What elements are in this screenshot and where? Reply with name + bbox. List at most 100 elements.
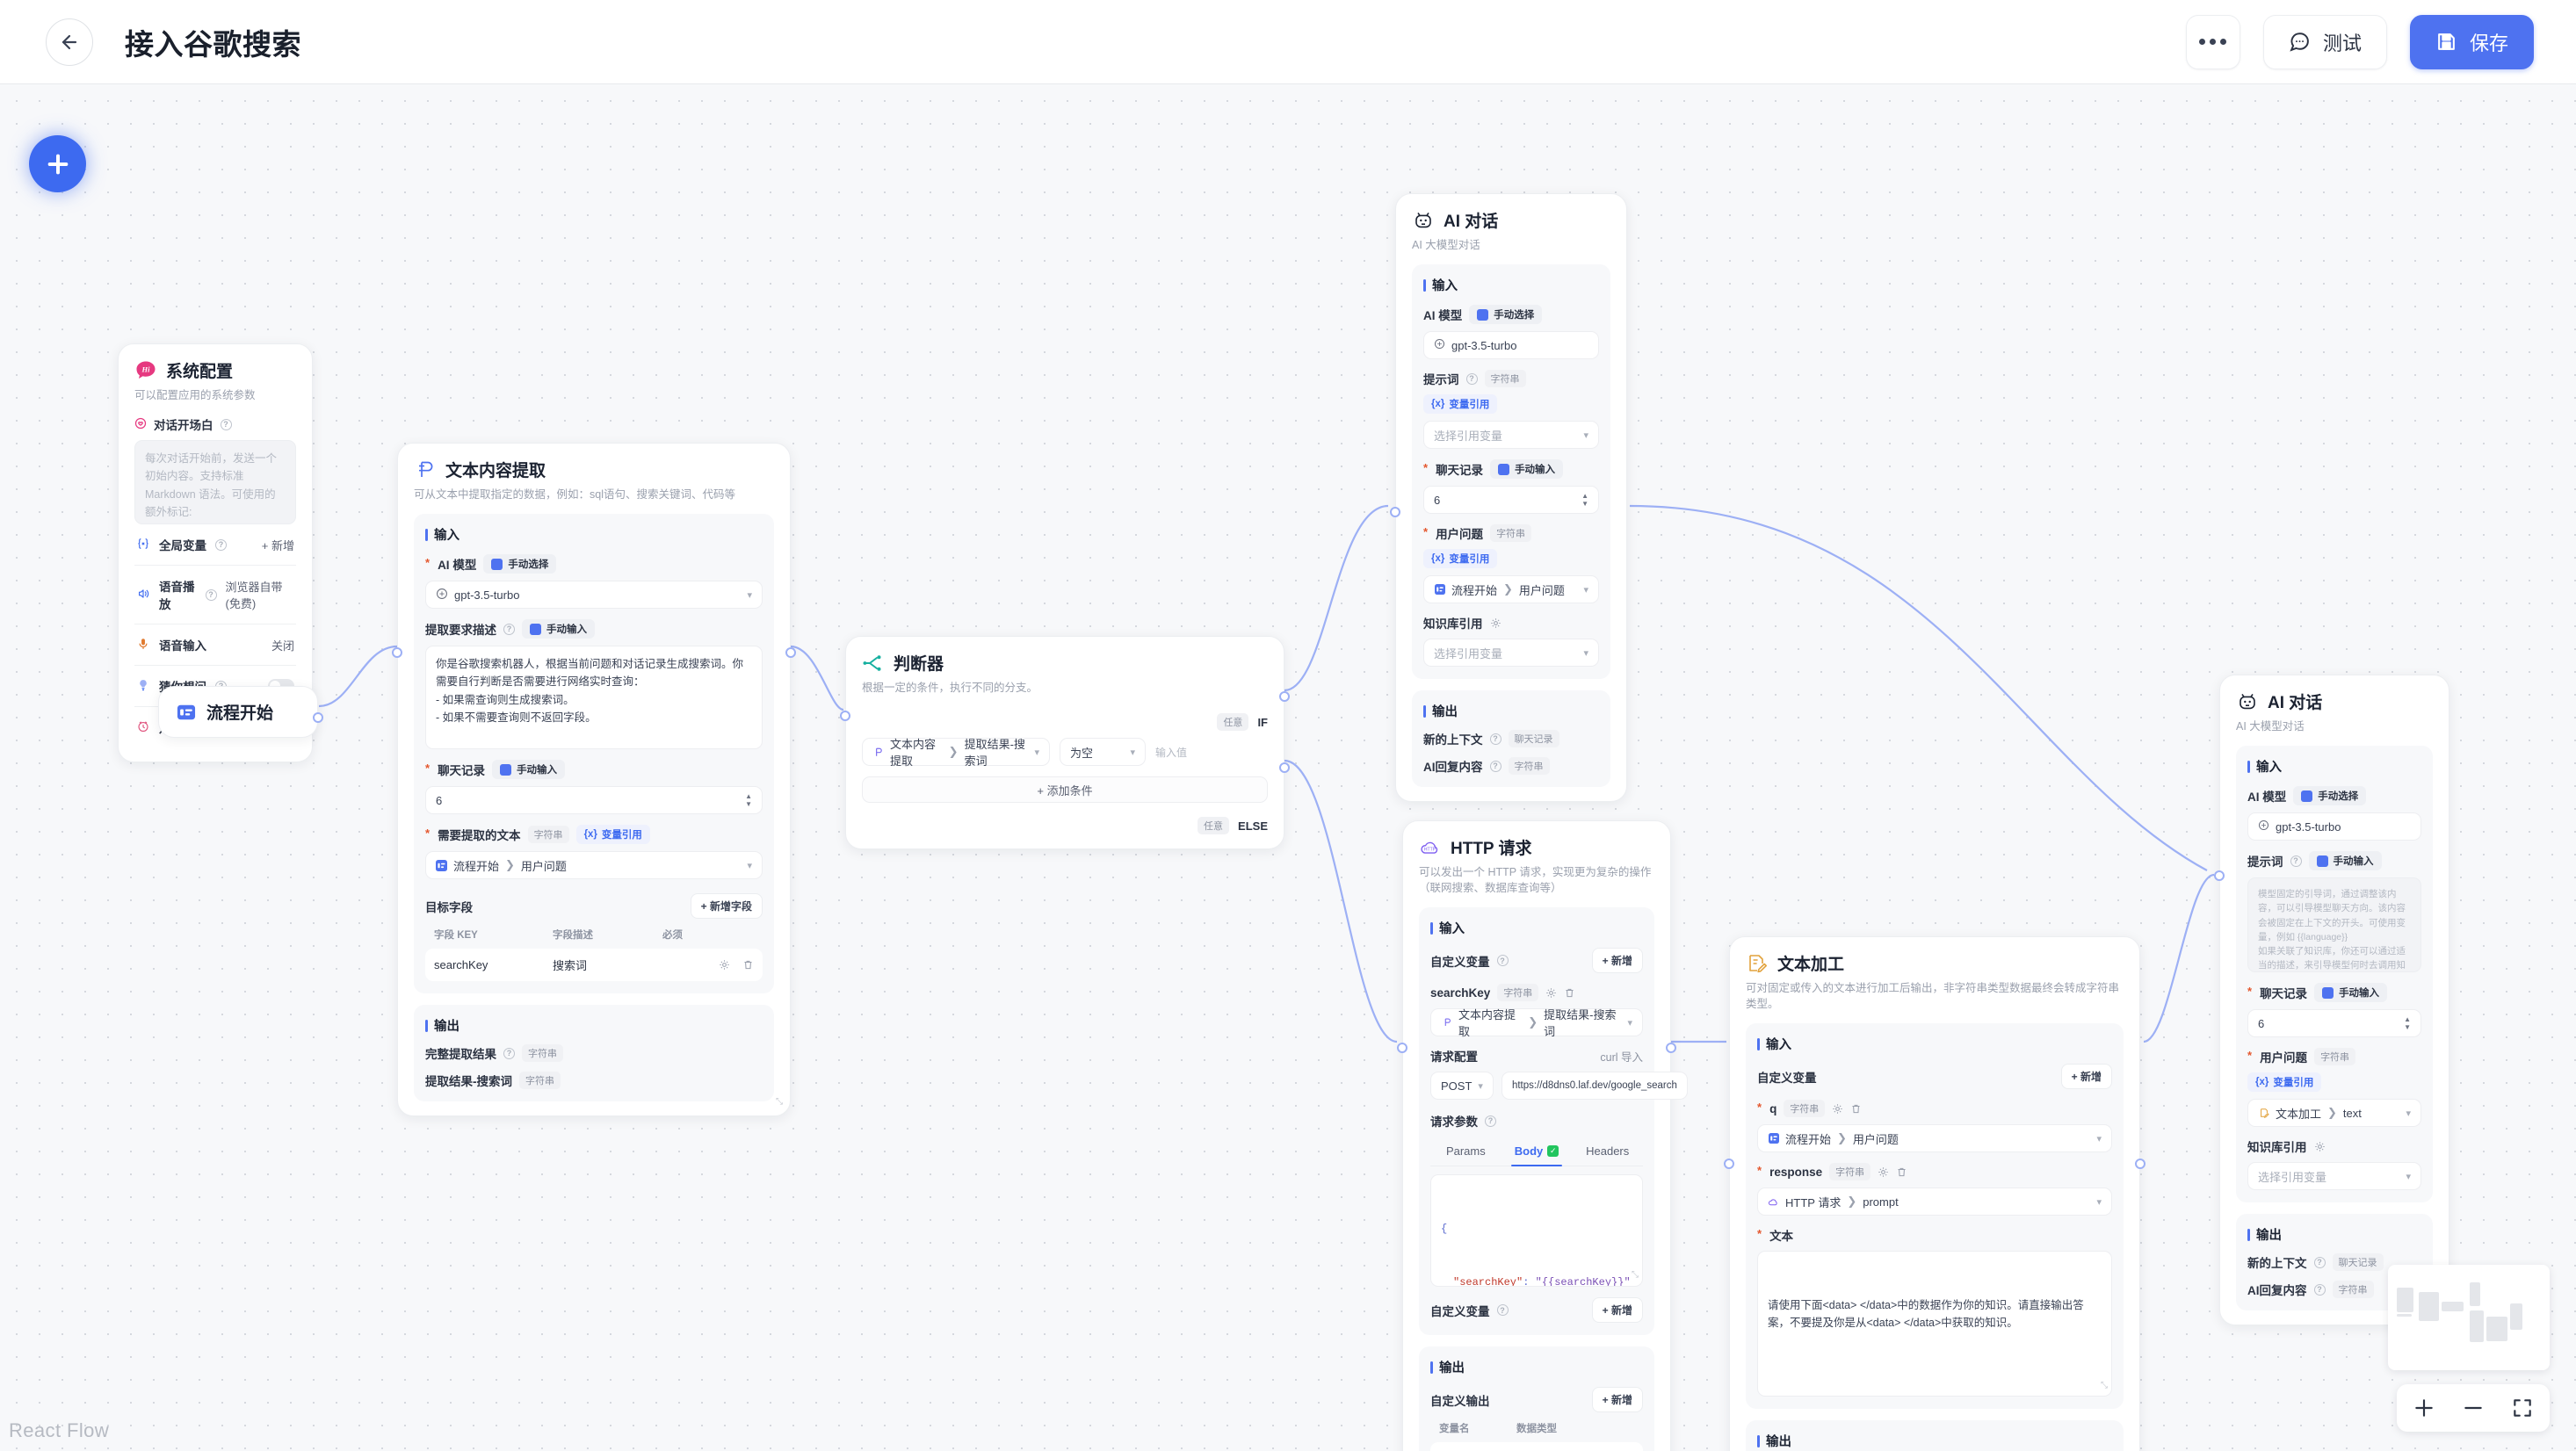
var-q-select[interactable]: 流程开始 ❯ 用户问题 ▾: [1757, 1124, 2112, 1153]
condition-variable-select[interactable]: 文本内容提取 ❯ 提取结果-搜索词 ▾: [862, 738, 1050, 768]
help-icon[interactable]: ?: [205, 588, 217, 601]
add-condition-button[interactable]: + 添加条件: [862, 776, 1268, 804]
tab-headers[interactable]: Headers: [1586, 1144, 1630, 1159]
add-custom-var-button[interactable]: + 新增: [2060, 1064, 2112, 1090]
condition-operator-select[interactable]: 为空 ▾: [1060, 738, 1146, 767]
handle-condition-in[interactable]: [840, 711, 850, 721]
extract-prompt-textarea[interactable]: 你是谷歌搜索机器人，根据当前问题和对话记录生成搜索词。你需要自行判断是否需要进行…: [425, 646, 763, 750]
help-icon[interactable]: ?: [1465, 372, 1478, 385]
resize-grip-icon[interactable]: ⤡: [2101, 1381, 2108, 1391]
stepper-arrows-icon[interactable]: ▲▼: [2404, 1015, 2411, 1032]
ai-model-select[interactable]: gpt-3.5-turbo: [2247, 812, 2421, 841]
ai-model-mode-badge[interactable]: 手动选择: [2293, 786, 2367, 806]
chat-record-mode-badge[interactable]: 手动输入: [2314, 983, 2388, 1003]
resize-grip-icon[interactable]: ⤡: [1632, 1271, 1639, 1281]
table-row[interactable]: prompt 字符串: [1430, 1442, 1643, 1451]
node-condition[interactable]: 判断器 根据一定的条件，执行不同的分支。 任意 IF 文本内容提取 ❯ 提取结果…: [840, 636, 1290, 850]
config-row-voice-input[interactable]: 语音输入 关闭: [134, 624, 296, 667]
kb-ref-select[interactable]: 选择引用变量 ▾: [1423, 639, 1599, 668]
ai-model-mode-badge[interactable]: 手动选择: [1469, 305, 1543, 325]
node-text-process[interactable]: 文本加工 可对固定或传入的文本进行加工后输出，非字符串类型数据最终会转成字符串类…: [1724, 936, 2145, 1451]
help-icon[interactable]: ?: [2313, 1283, 2326, 1296]
node-http-request[interactable]: HTTP HTTP 请求 可以发出一个 HTTP 请求，实现更为复杂的操作（联网…: [1397, 820, 1688, 1451]
delete-trash-icon[interactable]: [1896, 1166, 1907, 1178]
chat-record-stepper[interactable]: 6 ▲▼: [2247, 1009, 2421, 1038]
resize-grip-icon[interactable]: ⤡: [776, 1097, 783, 1108]
kb-ref-select[interactable]: 选择引用变量 ▾: [2247, 1162, 2421, 1191]
opening-remark-textarea[interactable]: 每次对话开始前，发送一个初始内容。支持标准 Markdown 语法。可使用的额外…: [134, 440, 296, 525]
http-var-select[interactable]: 文本内容提取 ❯ 提取结果-搜索词 ▾: [1430, 1008, 1643, 1038]
settings-gear-icon[interactable]: [1832, 1103, 1843, 1115]
handle-text-extract-out[interactable]: [785, 647, 796, 658]
condition-value-input[interactable]: 输入值: [1155, 746, 1188, 759]
var-response-select[interactable]: HTTP 请求 ❯ prompt ▾: [1757, 1188, 2112, 1216]
prompt-var-select[interactable]: 选择引用变量 ▾: [1423, 421, 1599, 450]
handle-condition-if-out[interactable]: [1279, 691, 1290, 702]
minimap[interactable]: [2388, 1265, 2550, 1370]
node-text-extract[interactable]: 文本内容提取 可从文本中提取指定的数据，例如：sql语句、搜索关键词、代码等 输…: [392, 443, 796, 1117]
back-button[interactable]: [46, 18, 93, 66]
node-ai-chat-right[interactable]: AI 对话 AI 大模型对话 输入 AI 模型 手动选择 gpt-3.5-tur…: [2214, 675, 2449, 1326]
fit-view-button[interactable]: [2511, 1397, 2534, 1419]
test-button[interactable]: 测试: [2262, 14, 2387, 69]
source-text-select[interactable]: 流程开始 ❯ 用户问题 ▾: [425, 851, 763, 880]
help-icon[interactable]: ?: [1489, 760, 1501, 772]
handle-text-extract-in[interactable]: [392, 647, 402, 658]
ai-model-select[interactable]: gpt-3.5-turbo ▾: [425, 581, 763, 610]
curl-import-button[interactable]: curl 导入: [1600, 1050, 1643, 1064]
tab-body[interactable]: Body ✓: [1501, 1138, 1573, 1167]
node-ai-chat-top[interactable]: AI 对话 AI 大模型对话 输入 AI 模型 手动选择 gpt-3.5-tur…: [1390, 193, 1627, 803]
add-custom-var2-button[interactable]: + 新增: [1591, 1297, 1643, 1324]
handle-http-out[interactable]: [1666, 1043, 1676, 1053]
handle-text-process-in[interactable]: [1724, 1159, 1734, 1169]
handle-text-process-out[interactable]: [2135, 1159, 2145, 1169]
add-node-button[interactable]: [29, 135, 86, 192]
zoom-in-button[interactable]: [2413, 1397, 2435, 1419]
add-field-button[interactable]: + 新增字段: [690, 893, 763, 920]
stepper-arrows-icon[interactable]: ▲▼: [745, 792, 752, 809]
config-row-voice-play[interactable]: 语音播放 ? 浏览器自带(免费): [134, 566, 296, 625]
help-icon[interactable]: ?: [503, 1047, 515, 1059]
http-url-input[interactable]: https://d8dns0.laf.dev/google_search: [1501, 1072, 1688, 1101]
source-text-varref-badge[interactable]: {x}变量引用: [575, 825, 650, 845]
help-icon[interactable]: ?: [1489, 733, 1501, 745]
add-global-var-button[interactable]: + 新增: [261, 538, 294, 552]
help-icon[interactable]: ?: [2313, 1256, 2326, 1268]
more-options-button[interactable]: [2185, 14, 2240, 69]
help-icon[interactable]: ?: [1485, 1115, 1496, 1127]
help-icon[interactable]: ?: [503, 623, 515, 635]
ai-model-select[interactable]: gpt-3.5-turbo: [1423, 331, 1599, 360]
save-button[interactable]: 保存: [2409, 14, 2534, 69]
table-row[interactable]: searchKey 搜索词: [425, 949, 763, 982]
prompt-varref-badge[interactable]: {x}变量引用: [1423, 394, 1498, 415]
user-question-varref-badge[interactable]: {x}变量引用: [2247, 1072, 2322, 1093]
text-textarea[interactable]: 请使用下面<data> </data>中的数据作为你的知识。请直接输出答案，不要…: [1757, 1251, 2112, 1397]
handle-ai-chat-top-in[interactable]: [1390, 507, 1400, 517]
settings-gear-icon[interactable]: [1490, 617, 1501, 629]
handle-http-in[interactable]: [1397, 1043, 1407, 1053]
stepper-arrows-icon[interactable]: ▲▼: [1581, 492, 1588, 509]
extract-prompt-mode-badge[interactable]: 手动输入: [522, 619, 595, 639]
add-custom-var-button[interactable]: + 新增: [1591, 948, 1643, 974]
settings-gear-icon[interactable]: [719, 959, 730, 971]
chat-record-stepper[interactable]: 6 ▲▼: [425, 786, 763, 815]
http-method-select[interactable]: POST ▾: [1430, 1072, 1494, 1101]
settings-gear-icon[interactable]: [2314, 1141, 2326, 1152]
request-body-editor[interactable]: { "searchKey": "{{searchKey}}" } ⤡: [1430, 1174, 1643, 1288]
handle-flow-start-out[interactable]: [313, 711, 323, 723]
help-icon[interactable]: ?: [215, 538, 227, 551]
settings-gear-icon[interactable]: [1878, 1166, 1889, 1178]
add-custom-output-button[interactable]: + 新增: [1591, 1387, 1643, 1413]
chat-record-mode-badge[interactable]: 手动输入: [1490, 459, 1564, 480]
node-flow-start[interactable]: 流程开始: [158, 686, 323, 738]
prompt-textarea[interactable]: 模型固定的引导词，通过调整该内容，可以引导模型聊天方向。该内容会被固定在上下文的…: [2247, 877, 2421, 973]
ai-model-mode-badge[interactable]: 手动选择: [483, 554, 557, 574]
delete-trash-icon[interactable]: [742, 959, 754, 971]
chat-record-mode-badge[interactable]: 手动输入: [492, 760, 566, 780]
user-question-varref-badge[interactable]: {x}变量引用: [1423, 549, 1498, 569]
user-question-select[interactable]: 流程开始 ❯ 用户问题 ▾: [1423, 575, 1599, 604]
zoom-out-button[interactable]: [2462, 1397, 2485, 1419]
help-icon[interactable]: ?: [220, 418, 232, 430]
delete-trash-icon[interactable]: [1564, 987, 1575, 999]
settings-gear-icon[interactable]: [1545, 987, 1557, 999]
